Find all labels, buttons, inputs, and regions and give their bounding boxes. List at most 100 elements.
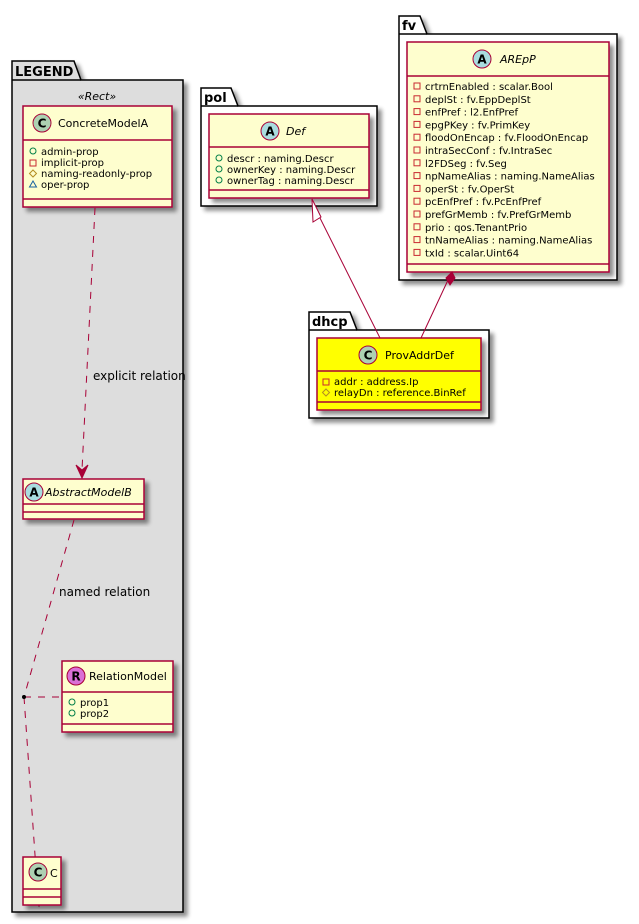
inheritance-arrowhead-icon [311,198,322,223]
attribute: floodOnEncap : fv.FloodOnEncap [425,133,588,144]
class-badge-icon [358,345,378,365]
class-badge-letter: A [265,125,275,139]
private-visibility-icon [413,95,421,103]
class-badge-letter: A [477,53,487,67]
class-name: ProvAddrDef [385,349,455,362]
class-badge-letter: A [29,486,39,500]
attribute: enfPref : l2.EnfPref [425,108,519,119]
abstract-badge-icon [260,121,280,141]
composition-line [420,279,449,339]
class-c[interactable]: C C [22,856,62,906]
attribute: pcEnfPref : fv.PcEnfPref [425,197,542,208]
class-name: ConcreteModelA [58,117,149,130]
protected-visibility-icon [28,169,38,178]
private-visibility-icon [413,159,421,167]
generalization-line [317,213,381,339]
attribute: deplSt : fv.EppDeplSt [425,95,531,106]
explicit-relation-label: explicit relation [93,369,186,383]
private-visibility-icon [413,108,421,116]
private-visibility-icon [413,197,421,205]
composition-diamond-icon [445,271,456,286]
class-name: AbstractModelB [44,486,132,499]
named-relation-line [23,519,75,698]
attribute: crtrnEnabled : scalar.Bool [425,82,553,93]
attribute: l2FDSeg : fv.Seg [425,159,507,170]
attribute: prop2 [80,709,109,720]
attribute: npNameAlias : naming.NameAlias [425,172,595,183]
private-visibility-icon [413,172,421,180]
private-visibility-icon [29,159,37,167]
class-name: RelationModel [89,670,167,683]
package-pol-title: pol [204,91,227,106]
attribute: descr : naming.Descr [227,154,334,165]
package-legend: LEGEND «Rect» C ConcreteModelA admin-pro… [11,60,186,913]
class-badge-icon [32,113,52,133]
class-concretemodela[interactable]: C ConcreteModelA admin-prop implicit-pro… [22,105,173,208]
private-visibility-icon [413,210,421,218]
arrowhead-icon [75,464,89,480]
private-visibility-icon [413,82,421,90]
private-visibility-icon [413,120,421,128]
attribute: tnNameAlias : naming.NameAlias [425,236,592,247]
private-visibility-icon [413,223,421,231]
legend-stereotype: «Rect» [78,90,117,103]
abstract-badge-icon [472,49,492,69]
attribute: intraSecConf : fv.IntraSec [425,146,552,157]
attribute: relayDn : reference.BinRef [334,388,466,399]
class-name: C [50,867,58,880]
attribute: ownerTag : naming.Descr [227,176,355,187]
named-relation-line-lower [23,696,39,899]
protected-visibility-icon [321,388,331,397]
attribute: ownerKey : naming.Descr [227,165,356,176]
attr-list: crtrnEnabled : scalar.Bool deplSt : fv.Ep… [413,82,595,259]
package-fv: fv A AREpP crtrnEnabled : scalar.Bool dep… [398,15,618,281]
public-visibility-icon [68,698,76,706]
attribute: epgPKey : fv.PrimKey [425,120,530,131]
package-visibility-icon [28,180,38,188]
attribute: naming-readonly-prop [41,169,152,180]
attribute: prop1 [80,698,109,709]
named-relation-label: named relation [59,585,150,599]
private-visibility-icon [413,184,421,192]
explicit-relation-line [81,207,96,471]
attribute: operSt : fv.OperSt [425,184,514,195]
package-fv-title: fv [402,19,417,34]
class-name: Def [286,125,307,138]
private-visibility-icon [413,146,421,154]
relation-badge-icon [66,666,86,686]
private-visibility-icon [413,236,421,244]
private-visibility-icon [413,133,421,141]
package-dhcp: dhcp C ProvAddrDef addr : address.Ip rel… [308,311,490,419]
junction-dot-icon [22,695,26,699]
class-provaddrdef[interactable]: C ProvAddrDef addr : address.Ip relayDn … [316,337,482,411]
public-visibility-icon [29,147,37,155]
class-arepp[interactable]: A AREpP crtrnEnabled : scalar.Bool deplSt… [406,41,610,273]
attribute: implicit-prop [41,158,104,169]
private-visibility-icon [413,248,421,256]
package-dhcp-title: dhcp [312,315,348,330]
abstract-badge-icon [24,482,44,502]
public-visibility-icon [215,176,223,184]
private-visibility-icon [322,378,330,386]
class-name: AREpP [499,53,536,66]
class-badge-letter: C [364,349,373,363]
class-badge-letter: C [38,117,47,131]
attribute: oper-prop [41,180,89,191]
attribute: prio : qos.TenantPrio [425,223,527,234]
public-visibility-icon [68,709,76,717]
class-relationmodel[interactable]: R RelationModel prop1 prop2 [61,660,174,733]
attribute: prefGrMemb : fv.PrefGrMemb [425,210,571,221]
class-badge-icon [28,862,48,882]
public-visibility-icon [215,154,223,162]
attribute: txId : scalar.Uint64 [425,248,519,259]
public-visibility-icon [215,165,223,173]
attribute: admin-prop [41,147,99,158]
class-badge-letter: R [71,670,80,684]
attribute: addr : address.Ip [334,377,418,388]
class-abstractmodelb[interactable]: A AbstractModelB [22,478,145,520]
package-legend-title: LEGEND [15,65,74,80]
